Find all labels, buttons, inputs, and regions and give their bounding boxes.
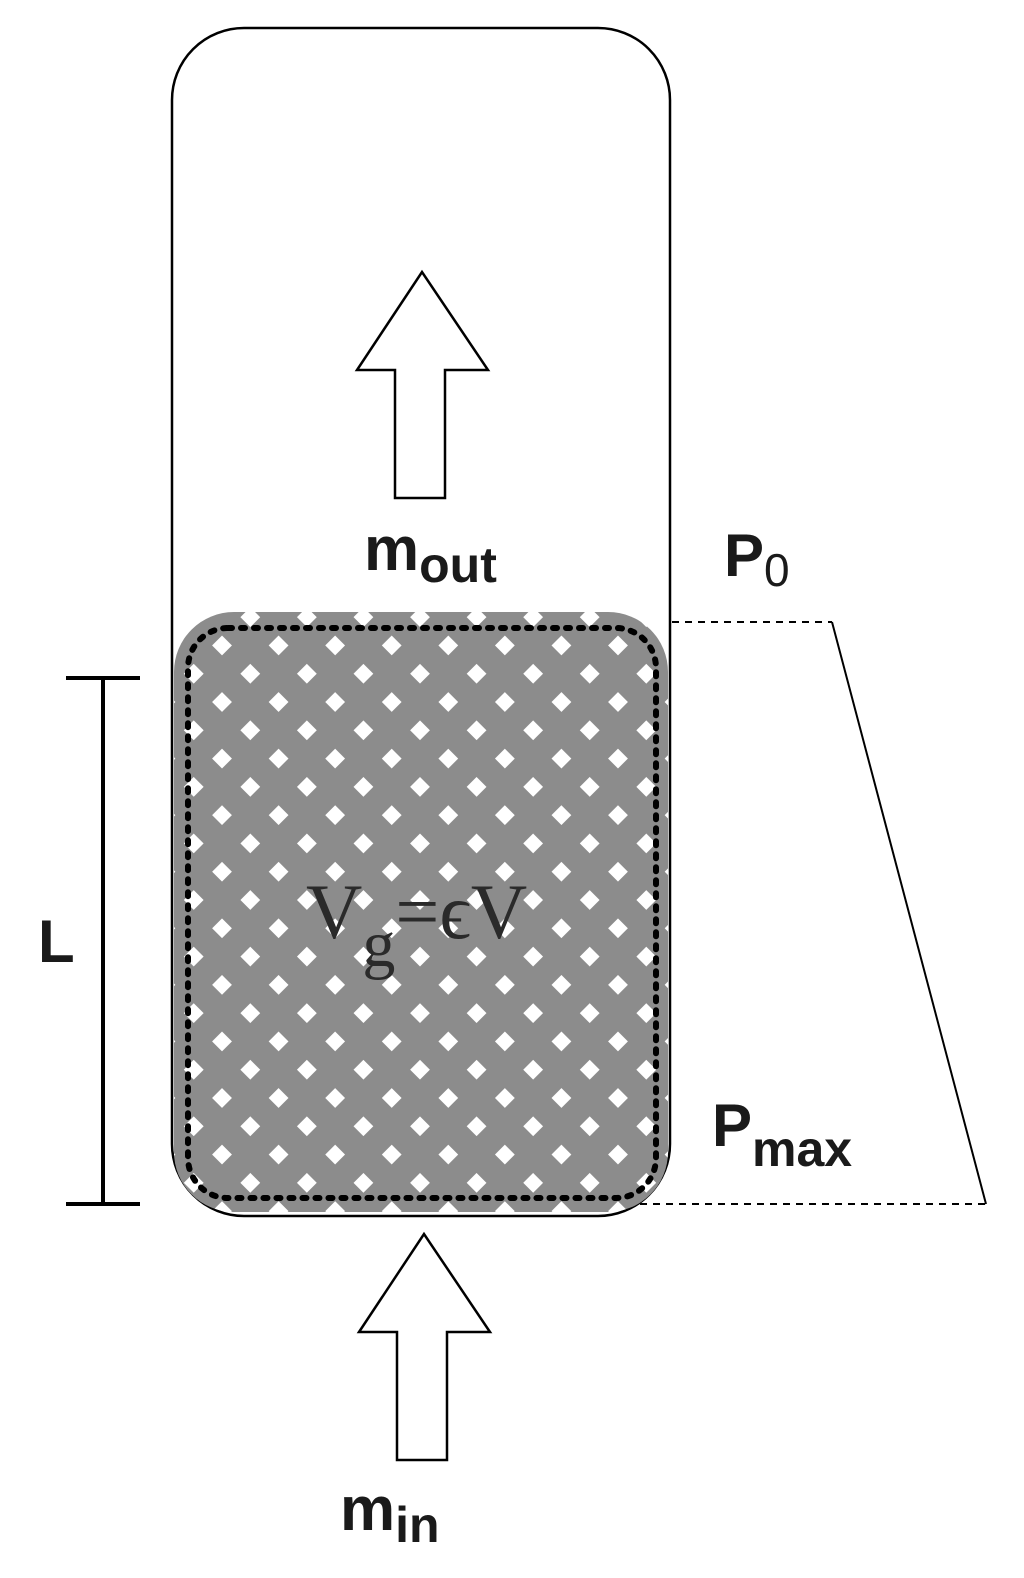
p-zero-sub: 0	[764, 544, 790, 596]
column-vessel	[170, 26, 672, 1218]
m-in-sub: in	[395, 1497, 439, 1553]
m-out-base: m	[364, 515, 419, 584]
inlet-arrow-icon	[356, 1231, 493, 1462]
outlet-arrow-icon	[354, 269, 491, 500]
m-in-base: m	[340, 1475, 395, 1544]
length-dimension-bar	[66, 676, 140, 1206]
length-label: L	[38, 908, 75, 975]
packed-bed	[174, 612, 668, 1212]
packed-bed-dotted-border	[185, 625, 659, 1201]
m-out-label: mout	[364, 515, 497, 593]
m-in-label: min	[340, 1475, 440, 1553]
pressure-profile	[640, 621, 987, 1205]
volume-base: V	[306, 868, 362, 955]
volume-sub: g	[362, 908, 395, 981]
p-max-label: Pmax	[712, 1092, 852, 1177]
m-out-sub: out	[419, 537, 497, 593]
volume-label: Vg=ϵV	[306, 868, 527, 981]
p-zero-base: P	[724, 522, 764, 589]
volume-rest: =ϵV	[395, 868, 527, 955]
p-max-base: P	[712, 1092, 752, 1159]
p-max-sub: max	[752, 1121, 852, 1177]
p-zero-label: P0	[724, 522, 790, 596]
